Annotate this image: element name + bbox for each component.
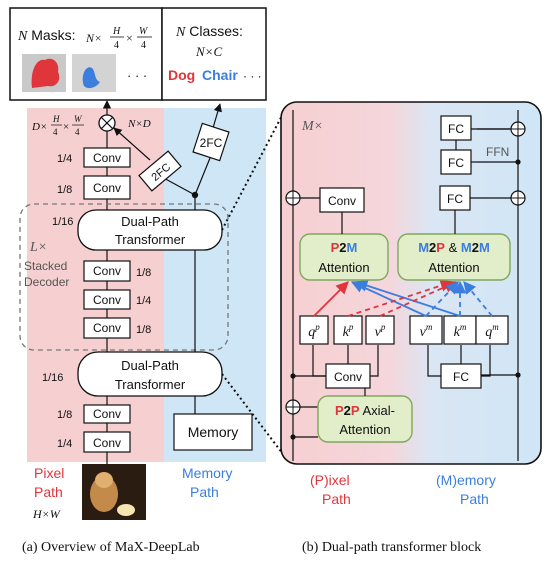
memory-path-right-2: Path xyxy=(460,491,489,507)
svg-text:FC: FC xyxy=(447,192,463,206)
svg-text:Dual-Path: Dual-Path xyxy=(121,358,179,373)
conv-box-5 xyxy=(83,317,131,339)
masks-formula: N× xyxy=(85,31,102,45)
svg-text:Conv: Conv xyxy=(93,151,121,165)
masks-frac-4b: 4 xyxy=(141,40,146,51)
stacked-label: Stacked xyxy=(24,259,67,273)
classes-ellipsis: · · · xyxy=(243,69,262,83)
pixel-path-right-1: (P)ixel xyxy=(310,472,350,488)
memory-path-background xyxy=(164,108,266,462)
memory-box xyxy=(173,413,253,451)
masks-frac-4a: 4 xyxy=(114,40,119,51)
q-memory-box xyxy=(475,315,509,345)
memory-path-right-1: (M)emory xyxy=(436,472,496,488)
svg-text:Conv: Conv xyxy=(93,407,121,421)
scale-1-4-bottom: 1/4 xyxy=(57,438,72,450)
scale-1-4-mid: 1/4 xyxy=(136,295,151,307)
masks-frac-h: H xyxy=(112,26,121,37)
lx-label: L× xyxy=(29,240,47,255)
svg-text:Conv: Conv xyxy=(93,264,121,278)
svg-text:P2M: P2M xyxy=(331,240,358,255)
conv-box-7 xyxy=(83,431,131,453)
svg-text:FC: FC xyxy=(448,122,464,136)
v-memory-box xyxy=(409,315,443,345)
m2p-m2m-attention-box xyxy=(397,233,511,281)
svg-text:W: W xyxy=(74,114,83,124)
svg-text:Attention: Attention xyxy=(428,260,479,275)
svg-text:Memory: Memory xyxy=(188,424,239,440)
caption-a: (a) Overview of MaX-DeepLab xyxy=(22,540,200,555)
scale-1-16-b: 1/16 xyxy=(42,372,63,384)
caption-b: (b) Dual-path transformer block xyxy=(302,540,482,555)
svg-text:Dual-Path: Dual-Path xyxy=(121,214,179,229)
svg-text:kp: kp xyxy=(343,322,354,340)
svg-text:H: H xyxy=(52,114,60,124)
fc-box-mask: 2FC xyxy=(138,150,182,192)
decoder-label: Decoder xyxy=(24,275,69,289)
pixel-path-right-2: Path xyxy=(322,491,351,507)
classes-formula: N×C xyxy=(195,44,222,59)
scale-1-4-top: 1/4 xyxy=(57,153,72,165)
shape-dhw-label: D× xyxy=(31,121,47,133)
conv-box-2 xyxy=(83,175,131,200)
ffn-label: FFN xyxy=(486,145,509,159)
fc-box-upper xyxy=(439,185,471,211)
svg-text:Conv: Conv xyxy=(93,181,121,195)
masks-ellipsis: · · · xyxy=(127,68,147,83)
scale-1-8-top: 1/8 xyxy=(57,184,72,196)
svg-text:FC: FC xyxy=(448,156,464,170)
attention-arrows xyxy=(313,279,493,317)
conv-box-4 xyxy=(83,289,131,310)
svg-text:Transformer: Transformer xyxy=(115,377,186,392)
mx-label: M× xyxy=(301,119,323,134)
classes-title: N Classes: xyxy=(175,23,243,40)
scale-1-8-b: 1/8 xyxy=(136,324,151,336)
scale-1-8-bottom: 1/8 xyxy=(57,409,72,421)
class-chair: Chair xyxy=(202,67,238,83)
classes-box xyxy=(161,7,267,101)
svg-text:P2P Axial-: P2P Axial- xyxy=(335,403,395,418)
svg-text:Attention: Attention xyxy=(339,422,390,437)
masks-title: N Masks: xyxy=(17,27,76,44)
shape-nd-label: N×D xyxy=(127,118,151,130)
svg-text:Attention: Attention xyxy=(318,260,369,275)
svg-text:4: 4 xyxy=(53,127,58,137)
v-pixel-box xyxy=(365,315,395,345)
svg-text:Conv: Conv xyxy=(334,370,362,384)
fc-box-ffn-2 xyxy=(440,115,472,141)
svg-text:Conv: Conv xyxy=(93,321,121,335)
masks-frac-w: W xyxy=(139,26,149,37)
block-wires xyxy=(292,110,519,461)
conv-box-3 xyxy=(83,260,131,282)
pixel-path-label-1: Pixel xyxy=(34,465,64,481)
svg-text:2FC: 2FC xyxy=(200,136,223,150)
svg-text:FC: FC xyxy=(453,370,469,384)
svg-text:Conv: Conv xyxy=(328,194,356,208)
memory-path-label-2: Path xyxy=(190,484,219,500)
pixel-path-label-2: Path xyxy=(34,484,63,500)
scale-1-16-a: 1/16 xyxy=(52,216,73,228)
input-size-label: H×W xyxy=(32,507,61,521)
fc-box-class xyxy=(192,122,230,162)
svg-text:4: 4 xyxy=(75,127,80,137)
svg-text:×: × xyxy=(63,121,69,133)
fc-box-qkv xyxy=(440,363,482,389)
svg-text:Conv: Conv xyxy=(93,293,121,307)
stacked-decoder-region xyxy=(19,203,229,351)
scale-1-8-a: 1/8 xyxy=(136,267,151,279)
class-dog: Dog xyxy=(168,67,195,83)
svg-text:vp: vp xyxy=(375,322,386,340)
svg-text:Transformer: Transformer xyxy=(115,232,186,247)
fc-box-ffn-1 xyxy=(440,149,472,175)
memory-path-label-1: Memory xyxy=(182,465,233,481)
conv-box-upper xyxy=(319,187,365,213)
svg-text:Conv: Conv xyxy=(93,436,121,450)
p2m-attention-box xyxy=(299,233,389,281)
conv-box-1 xyxy=(83,147,131,168)
svg-text:M2P & M2M: M2P & M2M xyxy=(418,240,490,255)
svg-text:×: × xyxy=(126,31,133,45)
conv-box-6 xyxy=(83,404,131,424)
